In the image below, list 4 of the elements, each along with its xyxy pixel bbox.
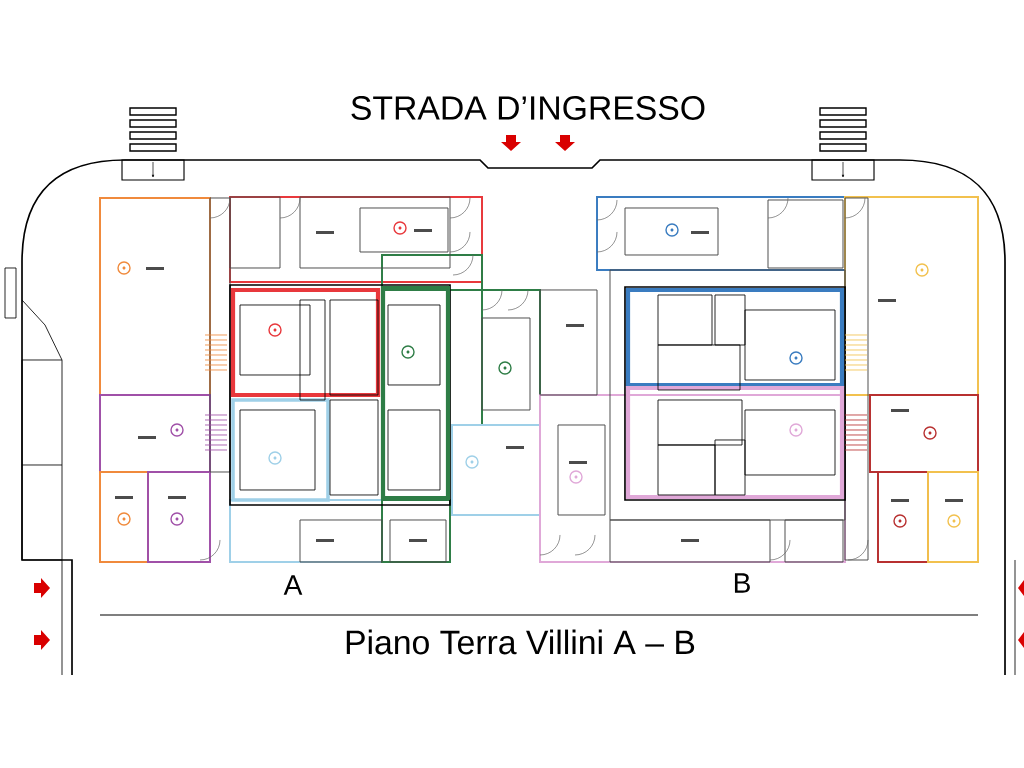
building-label: A <box>283 575 303 595</box>
road-name: STRADA D’INGRESSO <box>351 96 705 120</box>
caption: Piano Terra Villini A – B <box>346 629 695 655</box>
building-label: B <box>734 573 750 593</box>
